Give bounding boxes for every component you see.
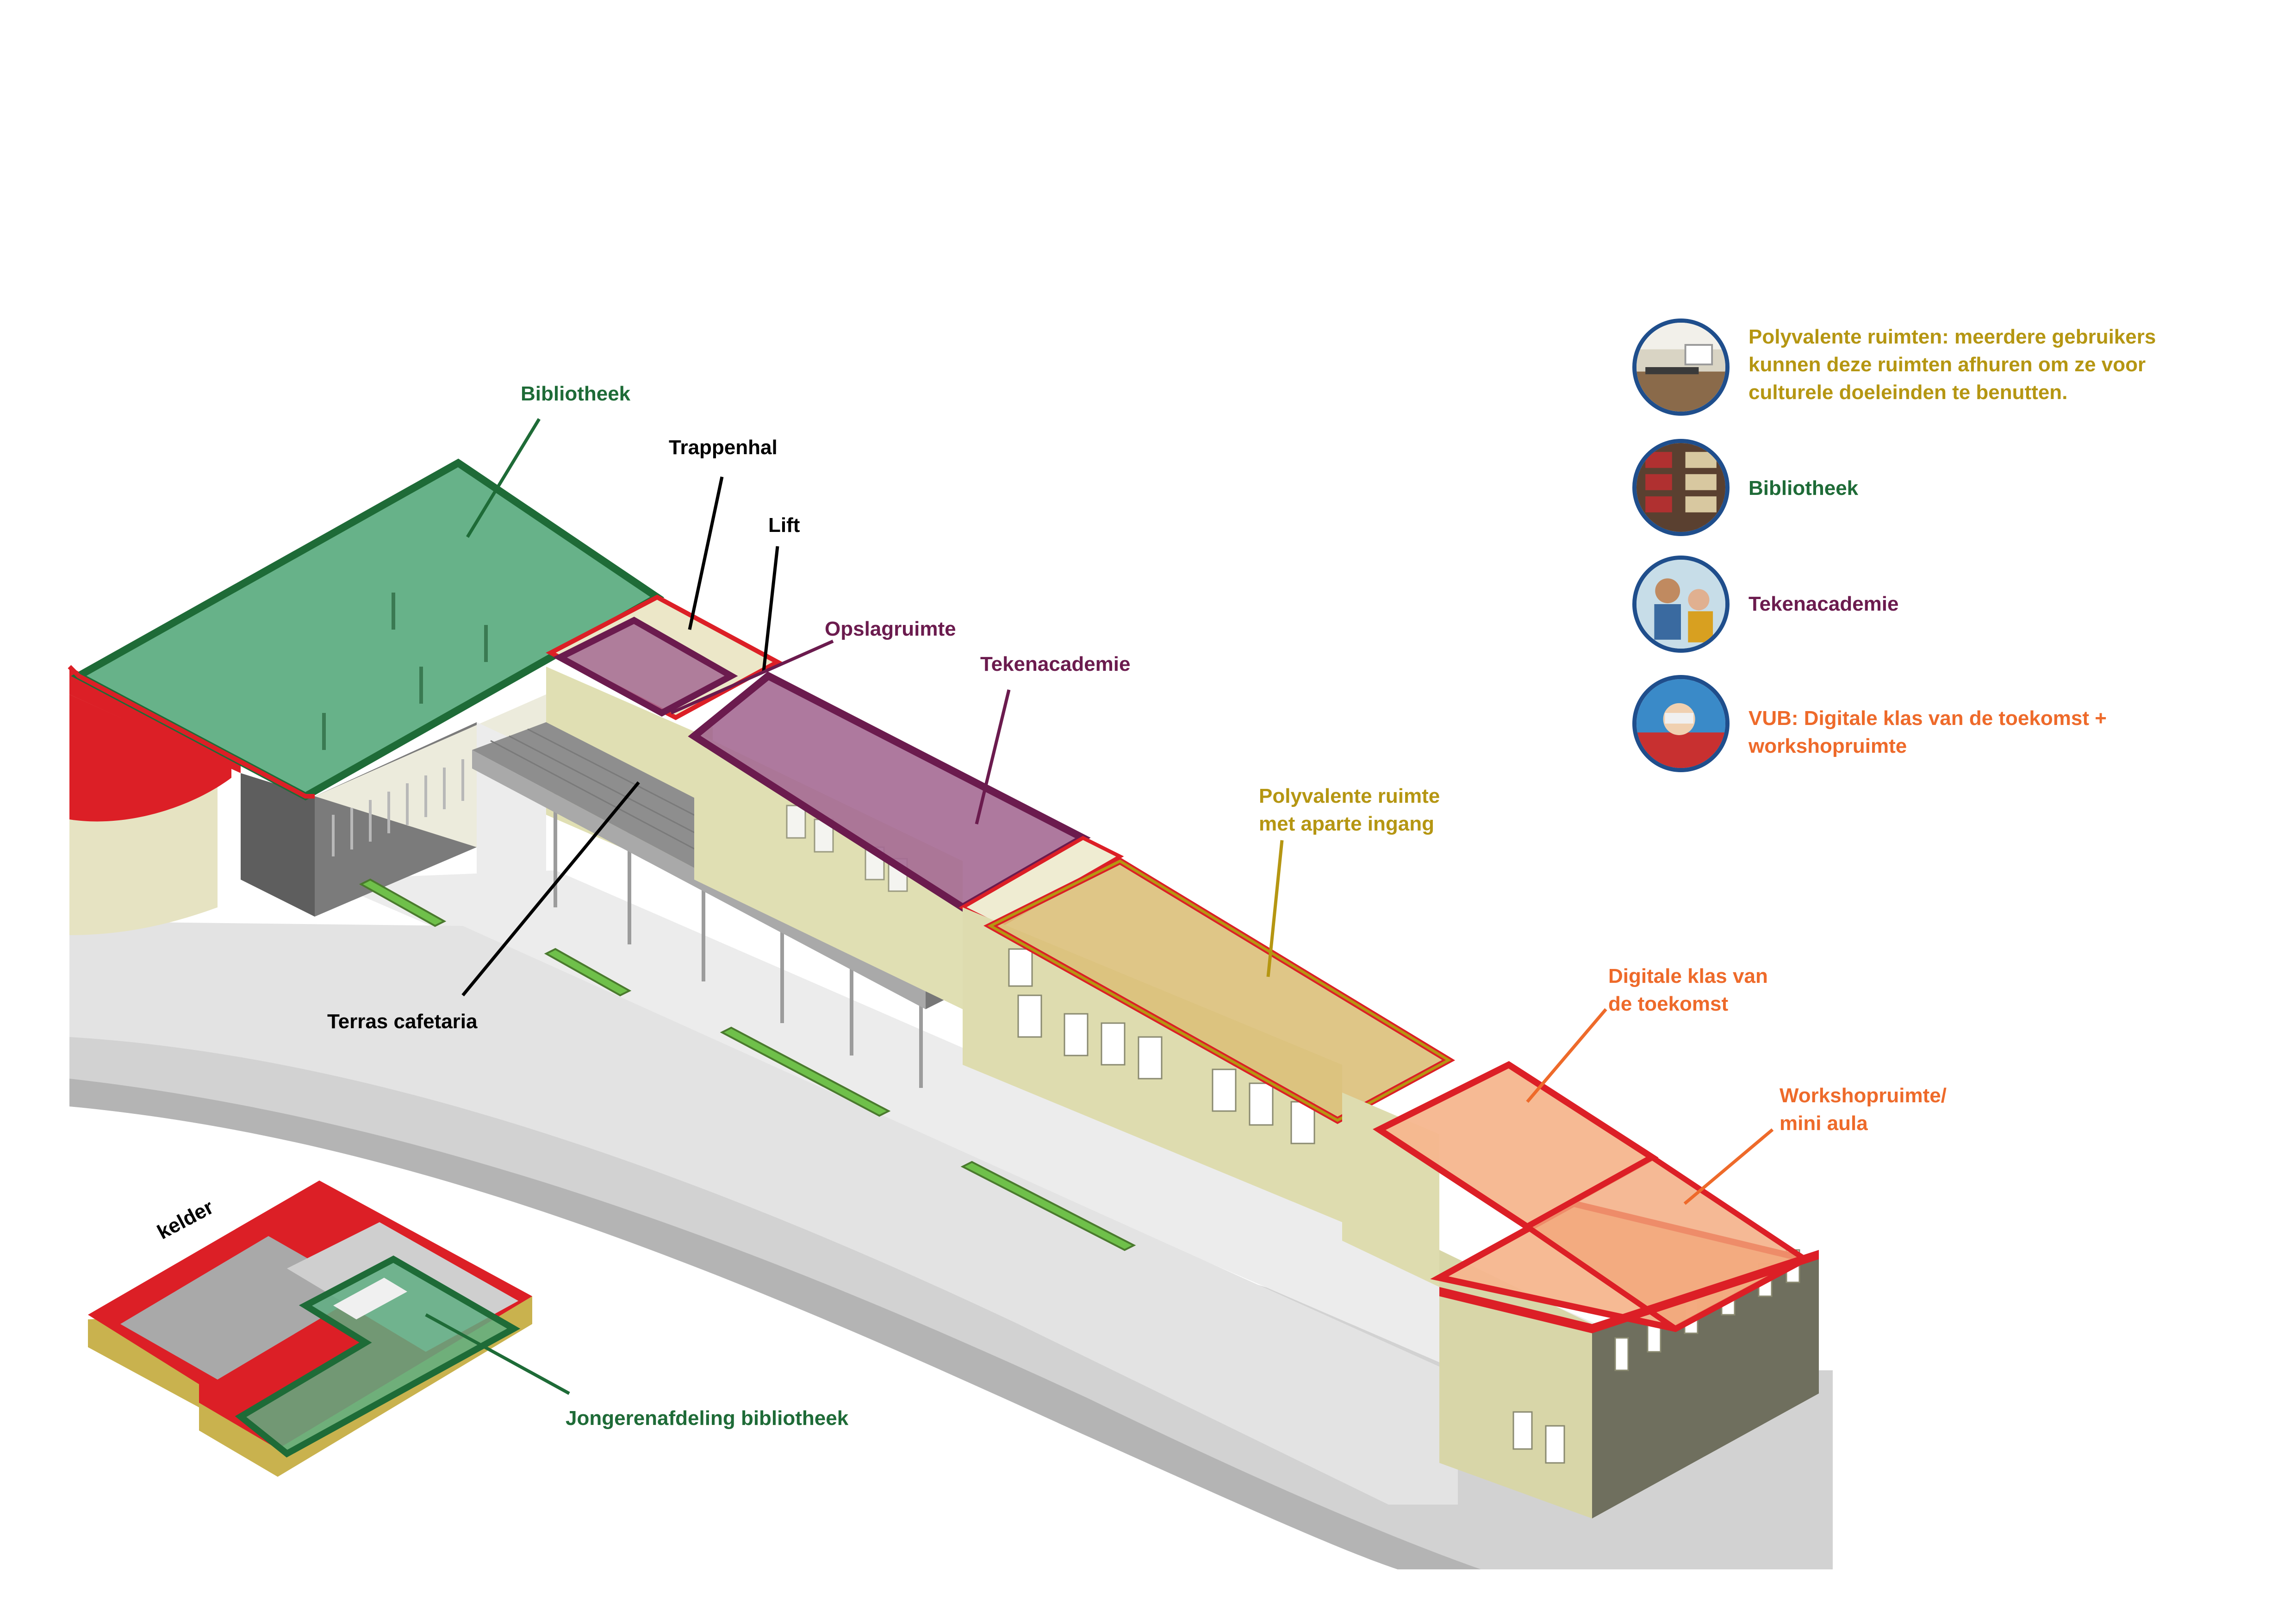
label-terras: Terras cafetaria	[327, 1010, 478, 1033]
planters	[359, 878, 1136, 1251]
legend-text-vub: VUB: Digitale klas van de toekomst + wor…	[1748, 707, 2107, 757]
opslagruimte-zone	[553, 617, 738, 717]
label-lift: Lift	[768, 514, 800, 537]
ground-plane	[69, 870, 1833, 1569]
label-digitale-line2: de toekomst	[1608, 993, 1729, 1015]
legend-text-polyvalent: Polyvalente ruimten: meerdere gebruikers…	[1748, 325, 2156, 404]
polyvalent-building	[963, 857, 1456, 1222]
label-jongeren: Jongerenafdeling bibliotheek	[566, 1407, 849, 1430]
kelder-plan	[88, 1181, 532, 1477]
label-tekenacademie: Tekenacademie	[980, 653, 1131, 675]
tekenacademie-building	[688, 671, 1124, 1009]
legend-text-tekenacademie: Tekenacademie	[1748, 593, 1899, 615]
vub-building	[1342, 1061, 1819, 1518]
label-workshop-line2: mini aula	[1780, 1112, 1868, 1135]
label-polyvalent-line2: met aparte ingang	[1259, 812, 1434, 835]
bookshelf-photo-icon	[1632, 439, 1730, 536]
label-trappenhal: Trappenhal	[669, 436, 778, 459]
meeting-room-photo-icon	[1632, 319, 1730, 416]
label-bibliotheek: Bibliotheek	[521, 382, 631, 405]
jongeren-zone	[235, 1255, 521, 1458]
label-opslagruimte: Opslagruimte	[825, 618, 956, 640]
children-drawing-photo-icon	[1632, 556, 1730, 653]
leader-lines	[425, 418, 1774, 1395]
label-workshop-line1: Workshopruimte/	[1780, 1084, 1947, 1107]
label-polyvalent-line1: Polyvalente ruimte	[1259, 785, 1440, 807]
vr-classroom-photo-icon	[1632, 675, 1730, 772]
label-digitale-line1: Digitale klas van	[1608, 965, 1768, 987]
legend-text-bibliotheek: Bibliotheek	[1748, 477, 1859, 500]
